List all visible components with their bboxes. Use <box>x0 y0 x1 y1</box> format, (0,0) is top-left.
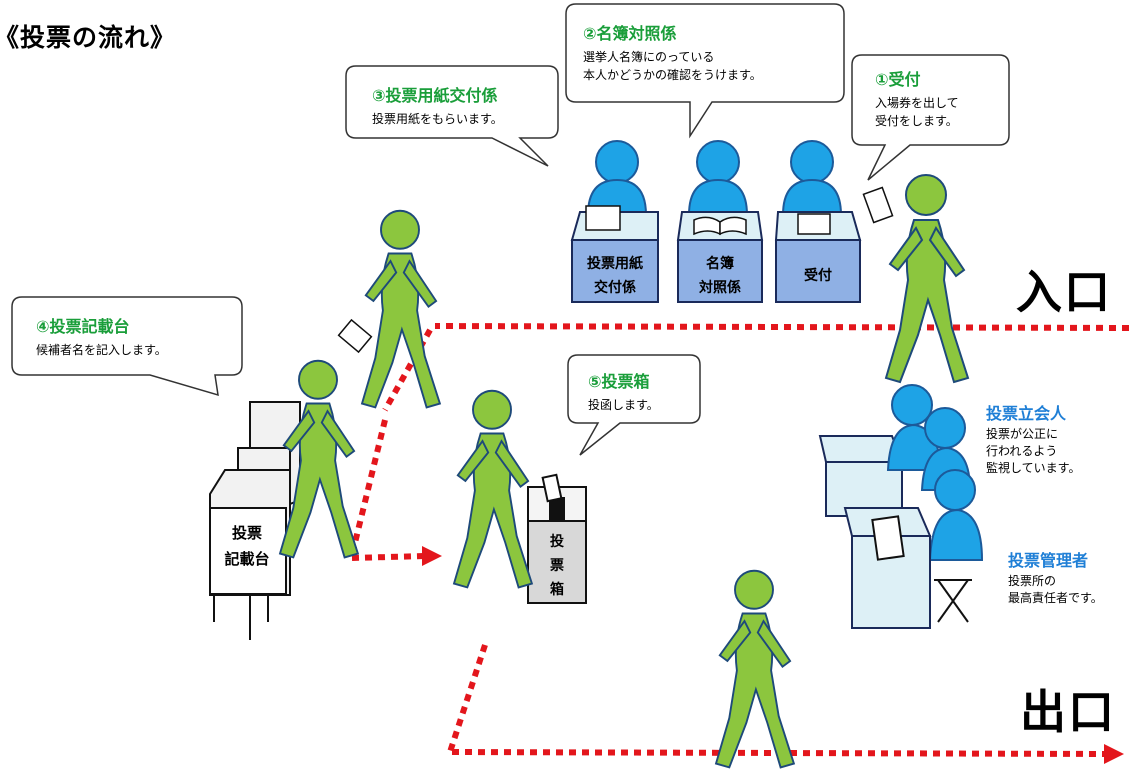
observer-line: 行われるよう <box>986 444 1058 458</box>
observer-line: 投票が公正に <box>986 427 1059 441</box>
bubble-register-heading: ②名簿対照係 <box>583 24 677 43</box>
path-arrow-exit <box>1104 744 1124 764</box>
box-label-3: 箱 <box>550 581 564 598</box>
bubble-register-text: ②名簿対照係 選挙人名簿にのっている 本人かどうかの確認をうけます。 <box>583 20 762 84</box>
writing-booth <box>209 401 301 640</box>
walker-exiting <box>715 569 795 769</box>
booth-label-line1: 投票 <box>232 524 262 542</box>
bubble-register-line: 本人かどうかの確認をうけます。 <box>583 68 762 82</box>
bubble-reception-text: ①受付 入場券を出して 受付をします。 <box>875 66 959 130</box>
page-title: 《投票の流れ》 <box>0 23 177 52</box>
manager-line: 投票所の <box>1008 574 1057 588</box>
walker-entering <box>885 174 969 383</box>
ballot-paper-icon <box>337 318 373 354</box>
observer-description: 投票が公正に 行われるよう 監視しています。 <box>986 426 1080 477</box>
observer-desk <box>818 435 904 517</box>
path-arrow-to-box <box>422 546 442 566</box>
ballot-box <box>527 473 587 604</box>
exit-label: 出口 <box>1020 685 1116 739</box>
desk-reception-line1: 受付 <box>804 267 832 284</box>
register-book-icon <box>693 216 747 236</box>
walker-at-box <box>453 389 533 589</box>
observer-heading: 投票立会人 <box>986 404 1067 423</box>
desk-register-line2: 対照係 <box>698 279 741 296</box>
entrance-ticket-icon <box>862 186 894 224</box>
ballot-papers-icon <box>585 205 621 231</box>
desk-ballot-issue-line1: 投票用紙 <box>587 255 643 272</box>
bubble-writing-booth <box>11 296 243 397</box>
bubble-ballot-issue-heading: ③投票用紙交付係 <box>372 86 498 105</box>
booth-label-line2: 記載台 <box>224 550 269 568</box>
manager-chair <box>934 579 972 623</box>
bubble-writing-booth-body: 候補者名を記入します。 <box>36 341 167 359</box>
bubble-reception <box>851 54 1010 181</box>
bubble-writing-booth-heading: ④投票記載台 <box>36 317 130 336</box>
bubble-register <box>565 3 845 139</box>
entrance-label: 入口 <box>1016 265 1112 319</box>
bubble-register-line: 選挙人名簿にのっている <box>583 50 715 64</box>
bubble-ballot-issue-line: 投票用紙をもらいます。 <box>372 112 503 126</box>
manager-description: 投票所の 最高責任者です。 <box>1008 573 1103 607</box>
bubble-ballot-box-body: 投函します。 <box>588 396 659 414</box>
desk-register-line1: 名簿 <box>706 255 734 272</box>
manager-line: 最高責任者です。 <box>1008 591 1103 605</box>
bubble-reception-line: 入場券を出して <box>875 96 959 110</box>
bubble-reception-body: 入場券を出して 受付をします。 <box>875 94 959 130</box>
bubble-ballot-box-line: 投函します。 <box>588 398 659 412</box>
ticket-icon <box>797 213 831 235</box>
desk-ballot-issue-line2: 交付係 <box>594 279 636 296</box>
bubble-ballot-issue <box>345 65 559 167</box>
bubble-writing-booth-line: 候補者名を記入します。 <box>36 343 167 357</box>
bubble-ballot-issue-body: 投票用紙をもらいます。 <box>372 110 503 128</box>
box-label-2: 票 <box>550 558 564 574</box>
manager-desk <box>843 507 932 629</box>
bubble-ballot-box <box>567 354 701 456</box>
observer-staff <box>886 384 984 561</box>
bubble-ballot-box-text: ⑤投票箱 投函します。 <box>588 368 659 414</box>
bubble-reception-heading: ①受付 <box>875 70 921 89</box>
bubble-ballot-box-heading: ⑤投票箱 <box>588 372 650 391</box>
reception-staff <box>586 140 843 216</box>
box-label-1: 投 <box>550 534 564 550</box>
bubble-ballot-issue-text: ③投票用紙交付係 投票用紙をもらいます。 <box>372 82 503 128</box>
manager-heading: 投票管理者 <box>1008 551 1089 570</box>
observer-line: 監視しています。 <box>986 461 1081 475</box>
bubble-register-body: 選挙人名簿にのっている 本人かどうかの確認をうけます。 <box>583 48 762 84</box>
bubble-writing-booth-text: ④投票記載台 候補者名を記入します。 <box>36 313 167 359</box>
bubble-reception-line: 受付をします。 <box>875 114 958 128</box>
